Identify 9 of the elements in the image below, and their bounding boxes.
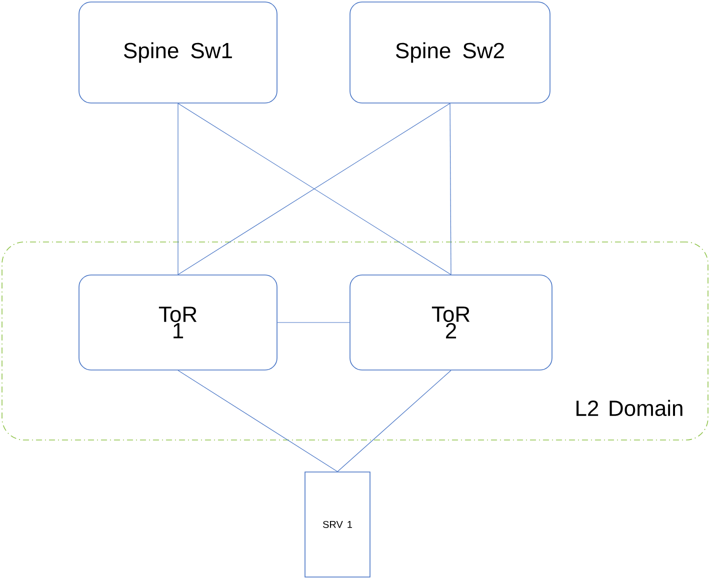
switch-box: ToR 2 [350,274,552,370]
switch-box: Spine Sw1 [78,2,278,104]
connector-line [178,370,338,472]
switch-box: ToR 1 [78,274,278,370]
connector-line [337,370,452,472]
connector-line [277,322,350,323]
server-box: SRV 1 [304,472,370,578]
connector-line [450,103,452,275]
switch-box: Spine Sw2 [350,2,550,104]
